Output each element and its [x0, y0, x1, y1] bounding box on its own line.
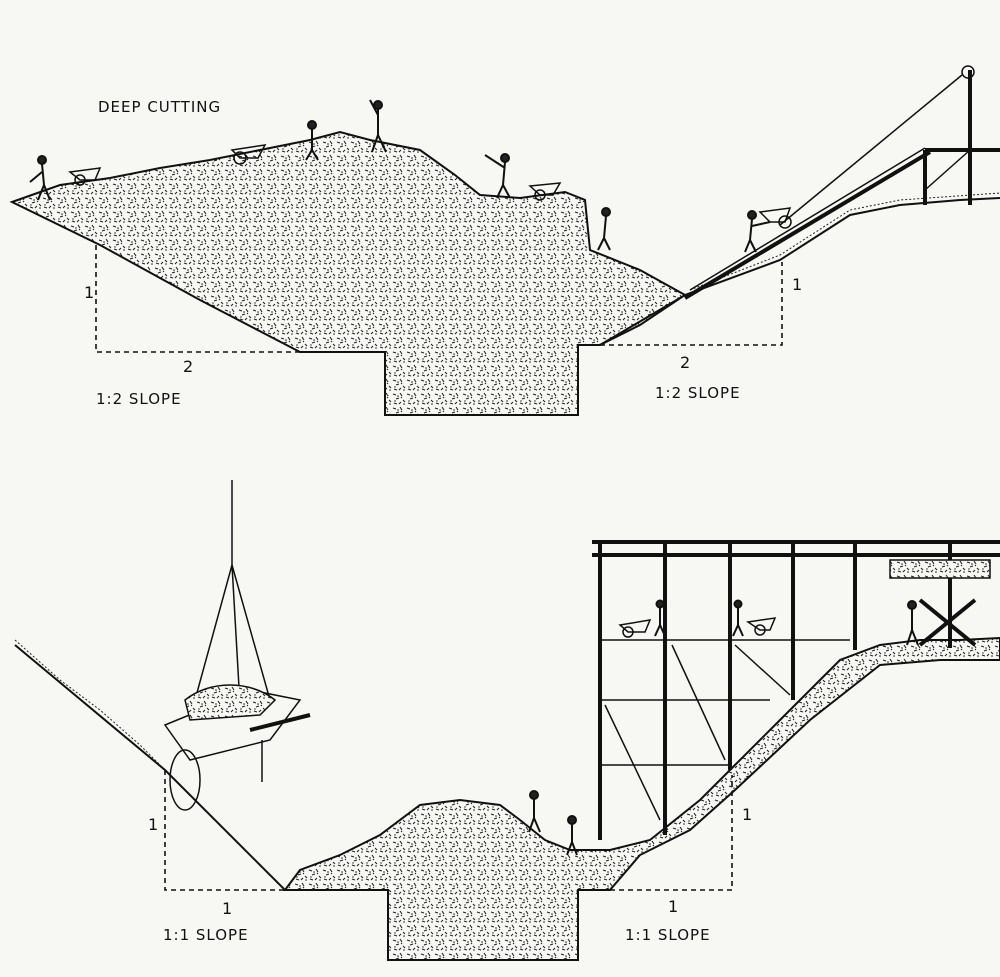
bottom-right-slope-label: 1:1 SLOPE [625, 926, 711, 944]
top-earth-mass [9, 130, 687, 416]
top-workers [29, 99, 792, 253]
top-left-slope-label: 1:2 SLOPE [96, 390, 182, 408]
top-right-rise: 1 [792, 275, 802, 294]
top-right-slope-ground [599, 197, 1000, 346]
bottom-left-slope [14, 644, 286, 891]
bottom-right-rise: 1 [742, 805, 752, 824]
top-right-grass [689, 192, 1000, 291]
bottom-left-grassy-bank [14, 639, 286, 891]
bottom-right-run: 1 [668, 897, 678, 916]
top-section: DEEP CUTTING 1 2 1:2 SLOPE 1 2 1:2 SLOPE [9, 65, 1000, 416]
hoisted-wheelbarrow [163, 480, 311, 811]
bottom-left-rise: 1 [148, 815, 158, 834]
bottom-right-dimension-lines [610, 775, 733, 891]
top-ramp-and-derrick [683, 65, 1000, 300]
bottom-workers [528, 599, 919, 856]
top-left-run: 2 [183, 357, 193, 376]
bottom-left-dimension-lines [164, 770, 285, 891]
diagram-title: DEEP CUTTING [98, 98, 221, 116]
bottom-earth-mass [283, 636, 1000, 961]
top-right-slope-label: 1:2 SLOPE [655, 384, 741, 402]
timber-trestle-scaffold [592, 540, 1000, 840]
bottom-left-slope-label: 1:1 SLOPE [163, 926, 249, 944]
top-left-rise: 1 [84, 283, 94, 302]
top-right-run: 2 [680, 353, 690, 372]
top-right-dimension-lines [600, 262, 783, 346]
bottom-section: 1 1 1:1 SLOPE 1 1 1:1 SLOPE [14, 480, 1000, 961]
bottom-left-run: 1 [222, 899, 232, 918]
top-left-dimension-lines [95, 245, 300, 353]
